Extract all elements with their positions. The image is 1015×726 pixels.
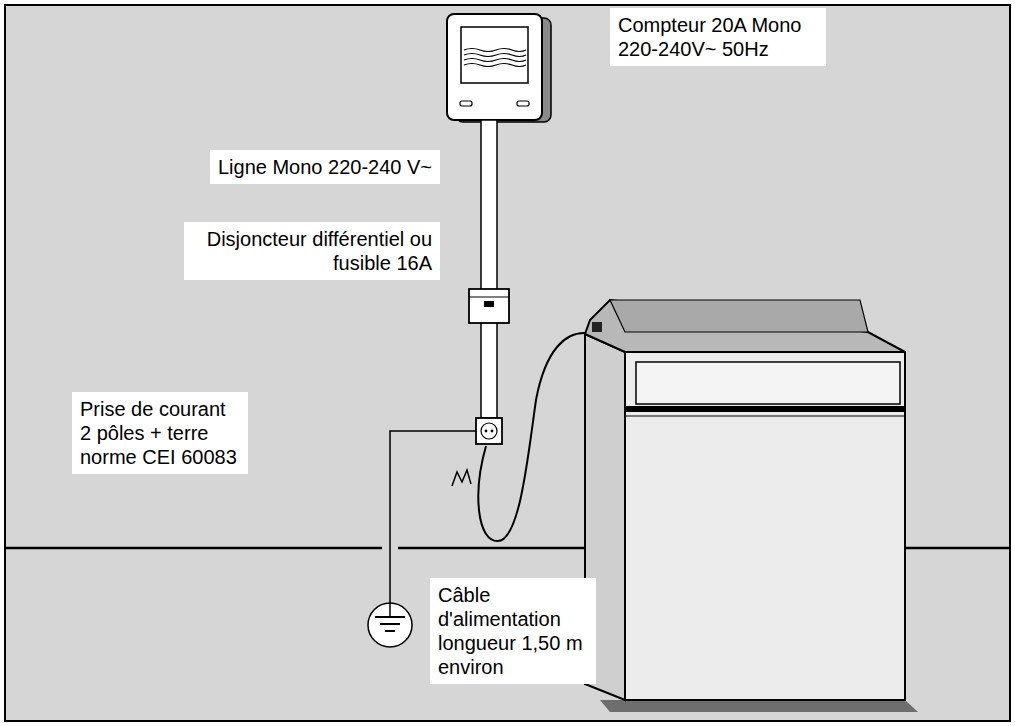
label-text: Prise de courant 2 pôles + terre norme C… (80, 397, 240, 469)
label-text: Ligne Mono 220-240 V~ (218, 155, 432, 179)
oven-illustration (585, 300, 918, 712)
label-box: Ligne Mono 220-240 V~ (210, 150, 440, 184)
label-text: Câble d'alimentation longueur 1,50 m env… (438, 583, 588, 679)
label-box: Disjoncteur différentiel ou fusible 16A (184, 222, 440, 280)
breaker-symbol (469, 289, 509, 323)
label-box: Compteur 20A Mono 220-240V~ 50Hz (610, 8, 826, 66)
plug-squiggle (452, 470, 471, 486)
meter-symbol (447, 14, 551, 122)
label-text: Disjoncteur différentiel ou fusible 16A (192, 227, 432, 275)
floor-line (6, 547, 382, 550)
label-text: Compteur 20A Mono 220-240V~ 50Hz (618, 13, 818, 61)
ground-symbol (368, 603, 412, 647)
conduit (481, 120, 497, 418)
label-box: Prise de courant 2 pôles + terre norme C… (72, 392, 248, 474)
socket-symbol (476, 418, 502, 444)
background-frame (5, 5, 1010, 721)
power-cable (478, 333, 592, 541)
label-box: Câble d'alimentation longueur 1,50 m env… (430, 578, 596, 684)
